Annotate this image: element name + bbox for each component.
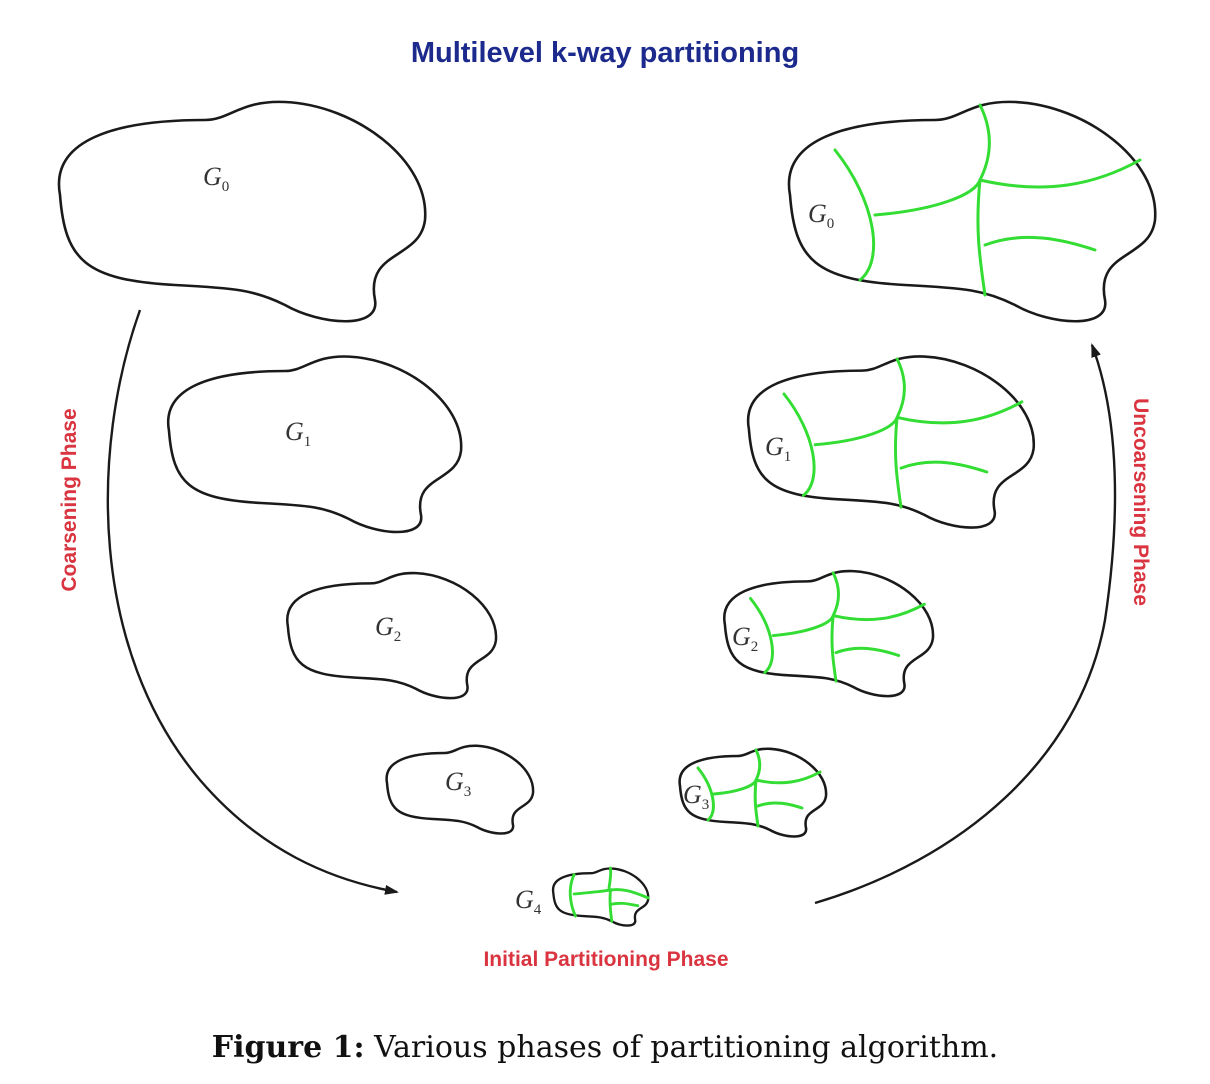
graph-right-0-label: G0: [808, 199, 834, 232]
graph-right-1: [746, 355, 1036, 529]
uncoarsening-arrow: [814, 343, 1117, 905]
graph-right-2-label: G2: [732, 622, 758, 655]
graph-center-4-label: G4: [515, 885, 542, 918]
graph-right-3-label: G3: [683, 780, 709, 813]
graph-left-1: [166, 355, 463, 534]
graph-center-4: [551, 866, 650, 927]
caption-label: Figure 1:: [211, 1030, 365, 1065]
graph-right-3: [678, 747, 828, 838]
graph-left-2-label: G2: [375, 612, 401, 645]
graph-left-0-label: G0: [203, 162, 229, 195]
diagram-title: Multilevel k-way partitioning: [411, 37, 799, 69]
graph-right-1-label: G1: [765, 432, 791, 465]
graph-left-0: [57, 100, 427, 323]
coarsening-phase-label: Coarsening Phase: [58, 408, 81, 591]
caption-text: Various phases of partitioning algorithm…: [374, 1030, 999, 1065]
uncoarsening-phase-label: Uncoarsening Phase: [1129, 398, 1152, 606]
graph-left-1-label: G1: [285, 417, 311, 450]
graph-right-2: [722, 569, 935, 698]
graph-left-3-label: G3: [445, 767, 471, 800]
coarsening-arrow: [106, 309, 399, 895]
graph-right-0: [787, 100, 1157, 323]
figure-caption: Figure 1: Various phases of partitioning…: [0, 1030, 1210, 1065]
initial-partitioning-phase-label: Initial Partitioning Phase: [483, 948, 728, 971]
